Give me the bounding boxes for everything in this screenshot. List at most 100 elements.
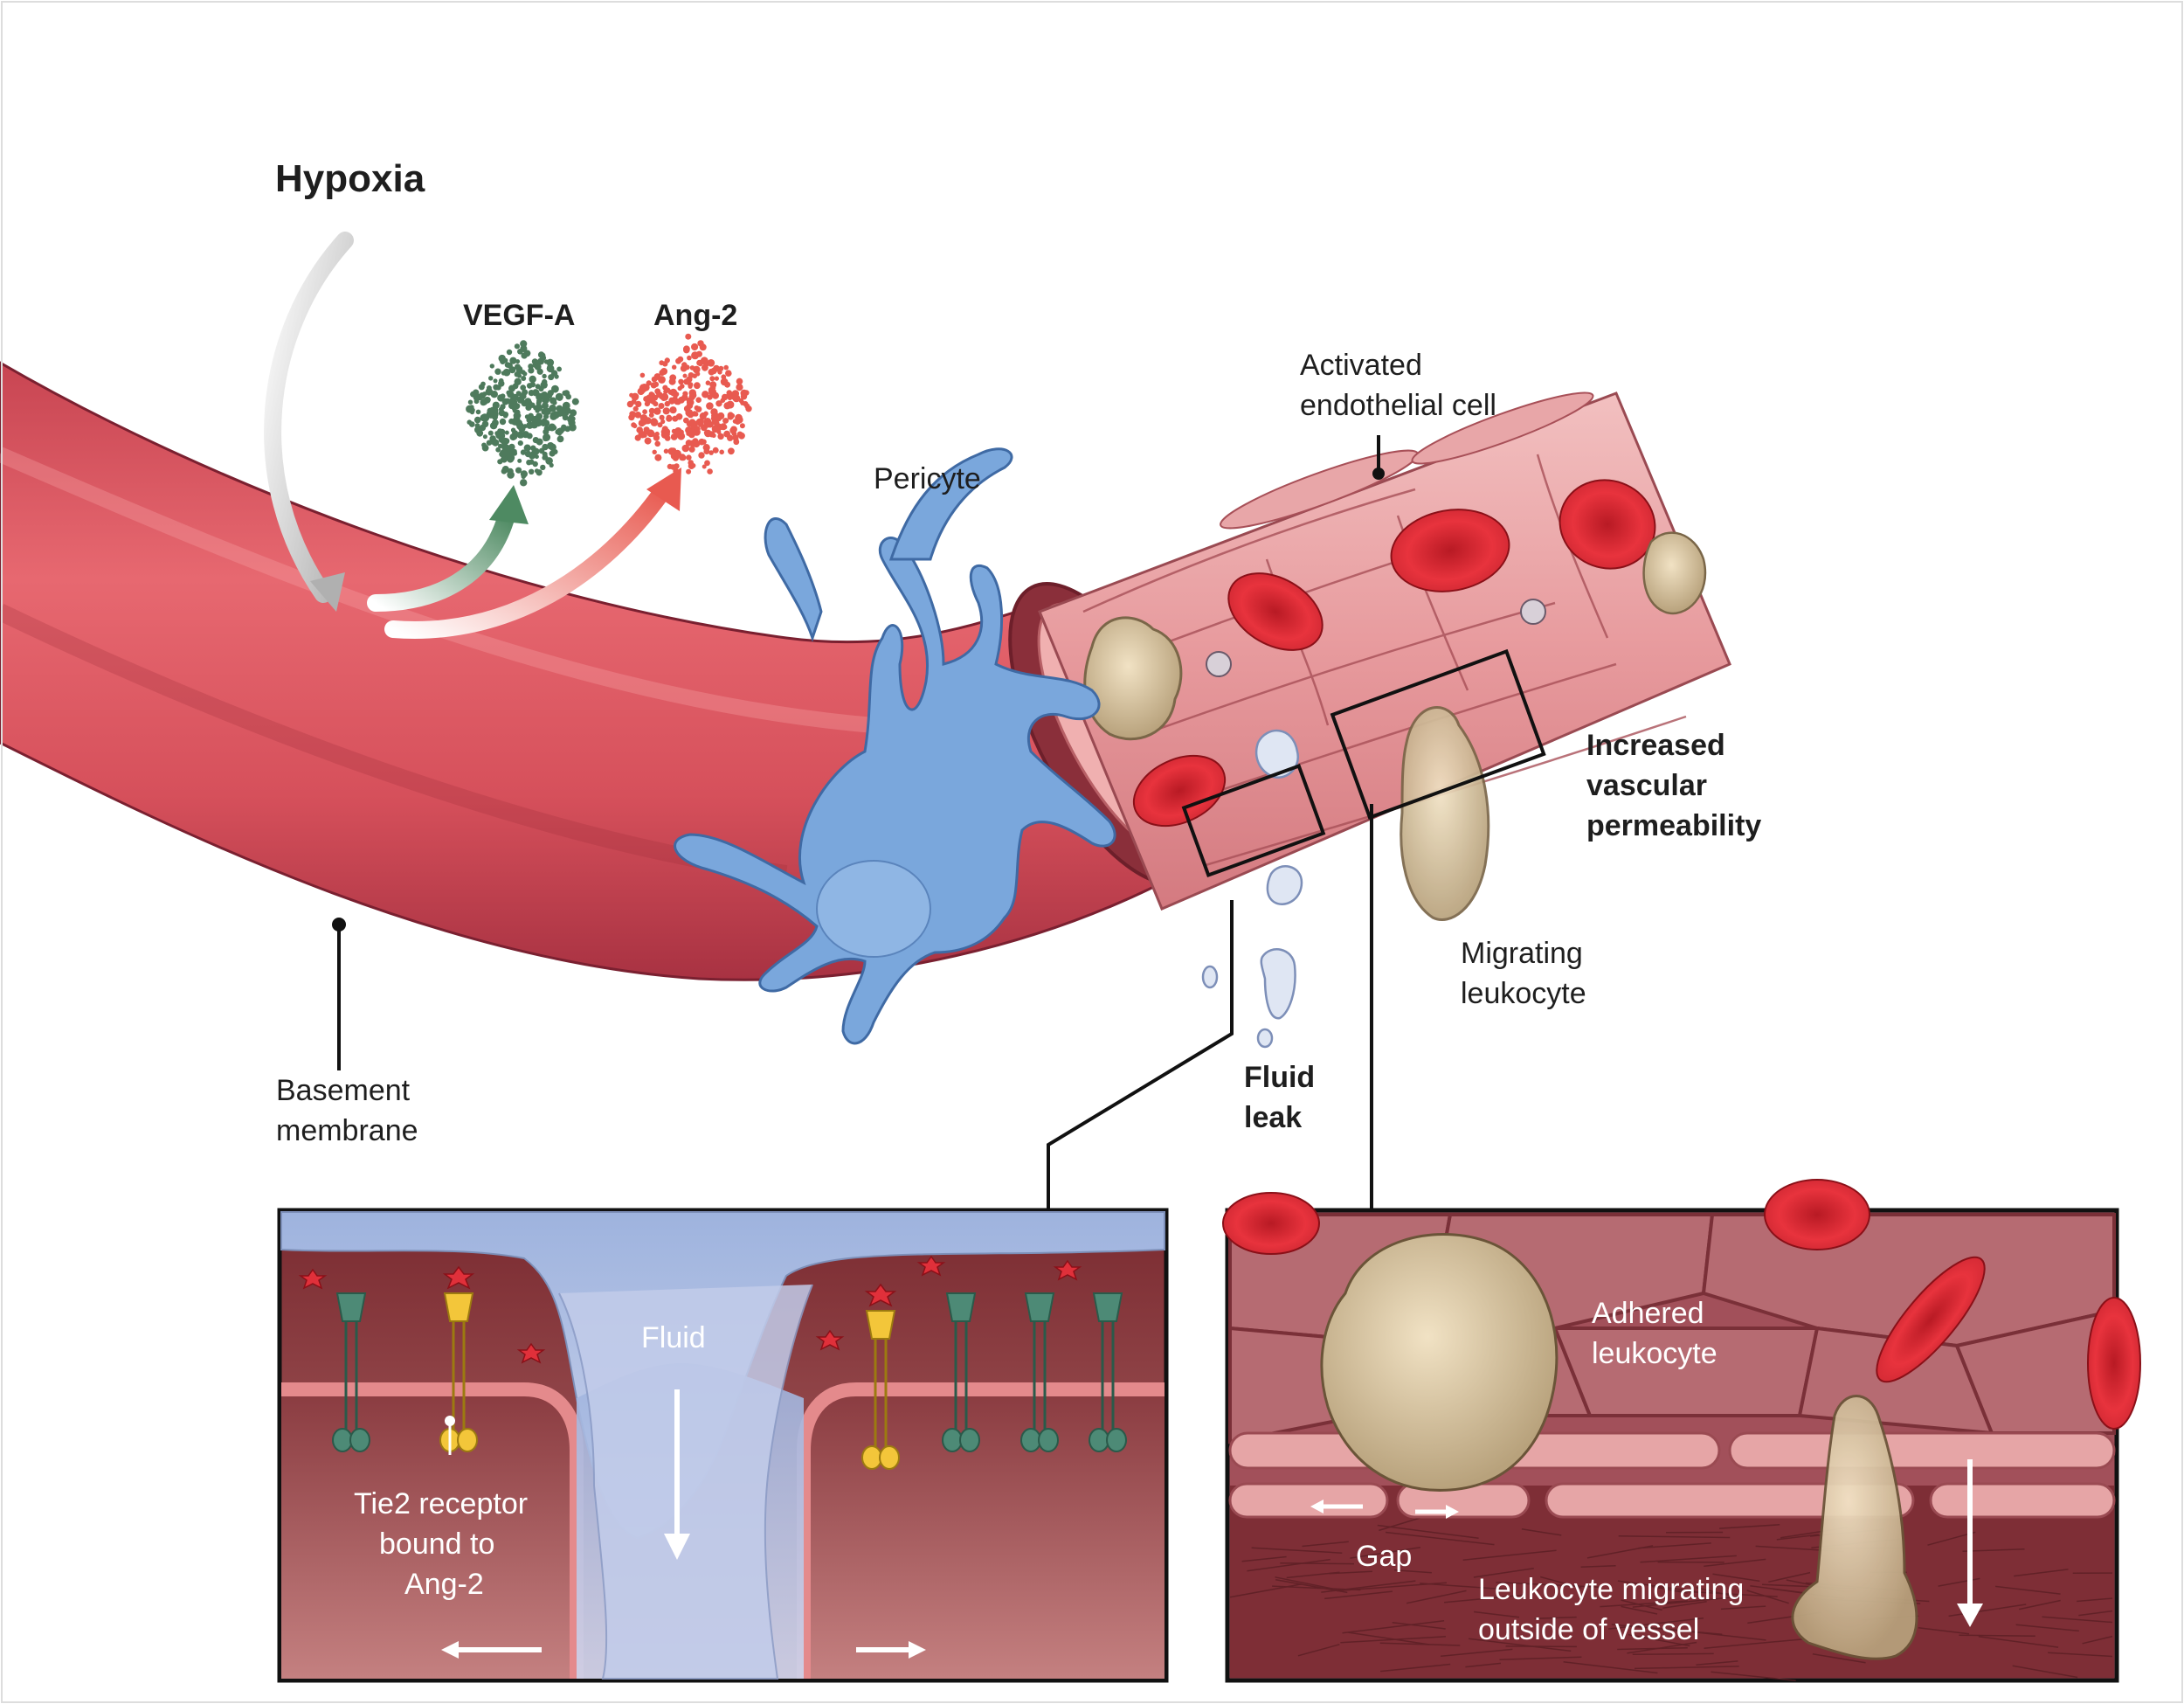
molecule-dot xyxy=(545,457,553,465)
molecule-dot xyxy=(530,420,539,429)
label-adhered-2: leukocyte xyxy=(1592,1337,1717,1370)
molecule-dot xyxy=(500,449,508,457)
molecule-dot xyxy=(666,435,671,440)
molecule-dot xyxy=(642,409,647,415)
molecule-dot xyxy=(469,410,475,415)
molecule-dot xyxy=(548,423,556,432)
molecule-dot xyxy=(520,449,527,455)
molecule-dot xyxy=(628,414,635,421)
molecule-dot xyxy=(722,425,728,430)
molecule-dot xyxy=(669,388,678,397)
molecule-dot xyxy=(715,400,722,407)
migrating-leukocyte-outside xyxy=(1791,1395,1918,1660)
molecule-dot xyxy=(502,413,508,419)
molecule-dot xyxy=(532,437,539,444)
molecule-dot xyxy=(467,399,473,405)
molecule-dot xyxy=(529,375,536,384)
molecule-dot xyxy=(663,448,669,454)
molecule-dot xyxy=(654,440,660,447)
ang2-molecule-icon xyxy=(516,1342,546,1364)
label-basement-2: membrane xyxy=(276,1114,418,1147)
molecule-dot xyxy=(652,449,657,454)
label-tie2-1: Tie2 receptor xyxy=(354,1487,529,1520)
molecule-dot xyxy=(686,376,693,383)
molecule-dot xyxy=(512,383,519,390)
label-increased-2: vascular xyxy=(1586,769,1707,802)
molecule-dot xyxy=(473,395,479,400)
molecule-dot xyxy=(502,368,511,377)
molecule-dot xyxy=(702,464,707,469)
molecule-dot xyxy=(691,351,700,360)
molecule-dot xyxy=(531,358,538,365)
molecule-dot xyxy=(537,368,543,374)
molecule-dot xyxy=(677,385,682,391)
molecule-dot xyxy=(497,394,505,402)
molecule-dot xyxy=(685,333,692,340)
molecule-dot xyxy=(546,364,555,373)
molecule-dot xyxy=(499,418,507,426)
molecule-dot xyxy=(478,384,485,391)
molecule-dot xyxy=(522,389,529,396)
ang2-molecule-icon xyxy=(442,1265,475,1290)
molecule-dot xyxy=(490,410,499,419)
molecule-dot xyxy=(560,426,566,433)
molecule-dot xyxy=(704,460,710,467)
molecule-dot xyxy=(494,368,501,375)
label-gap: Gap xyxy=(1356,1540,1413,1573)
molecule-dot xyxy=(536,422,541,427)
red-blood-cells xyxy=(1132,479,1656,828)
molecule-dot xyxy=(515,467,522,474)
molecule-dot xyxy=(736,431,743,438)
molecule-dot xyxy=(530,450,537,457)
molecule-dot xyxy=(541,408,548,415)
molecule-dot xyxy=(678,378,684,384)
molecule-dot xyxy=(688,446,695,453)
molecule-dot xyxy=(529,402,536,408)
molecule-dot xyxy=(540,352,546,358)
molecule-dot xyxy=(657,422,663,428)
molecule-dot xyxy=(728,447,735,455)
molecule-dot xyxy=(702,391,709,398)
pericyte xyxy=(674,447,1116,1045)
molecule-dot xyxy=(653,407,661,415)
fluid-droplets xyxy=(1201,729,1303,1049)
molecule-dot xyxy=(535,408,540,413)
ang2-molecule-icon xyxy=(815,1329,845,1351)
molecule-dot xyxy=(674,463,680,469)
molecule-dot xyxy=(486,440,493,446)
molecule-dot xyxy=(725,432,730,437)
molecule-dot xyxy=(535,384,541,390)
molecule-dot xyxy=(480,398,487,406)
molecule-dot xyxy=(500,437,508,446)
label-hypoxia: Hypoxia xyxy=(275,157,425,200)
molecule-dot xyxy=(729,393,734,398)
molecule-dot xyxy=(571,398,579,405)
molecule-dot xyxy=(543,413,549,419)
molecule-dot xyxy=(699,343,707,351)
molecule-dot xyxy=(695,397,702,404)
red-blood-cell-icon xyxy=(1227,572,1324,651)
molecule-dot xyxy=(513,412,520,419)
receptor-icon xyxy=(335,1292,367,1322)
molecule-dot xyxy=(506,349,513,356)
molecule-dot xyxy=(523,444,531,452)
ang2-molecule-icon xyxy=(298,1268,328,1290)
molecule-dot xyxy=(556,435,564,443)
molecule-dot xyxy=(521,474,526,480)
molecule-dot xyxy=(475,409,481,415)
molecule-dot xyxy=(479,424,487,432)
molecule-dot xyxy=(685,409,694,417)
molecule-dot xyxy=(476,429,484,437)
molecule-dot xyxy=(717,433,724,440)
molecule-dot xyxy=(540,381,548,389)
molecule-dot xyxy=(507,363,513,369)
molecule-dot xyxy=(520,384,526,391)
molecule-dot xyxy=(490,424,496,429)
receptor-icon xyxy=(865,1310,896,1340)
molecule-dot xyxy=(669,406,677,414)
molecule-dot xyxy=(648,412,654,418)
molecule-dot xyxy=(673,468,679,474)
molecule-dot xyxy=(486,385,492,391)
